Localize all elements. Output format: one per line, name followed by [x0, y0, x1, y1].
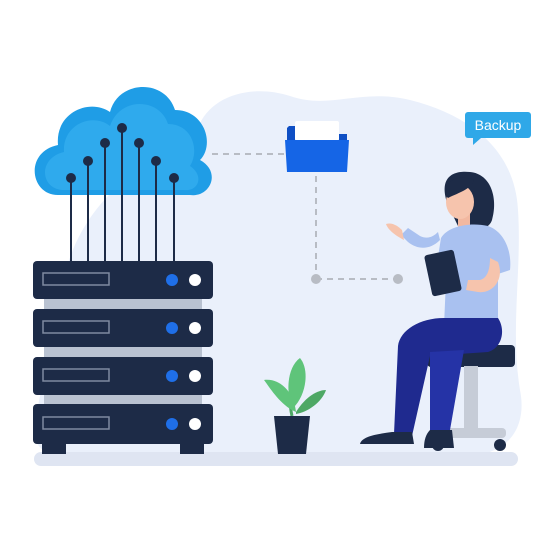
status-light-blue: [166, 418, 178, 430]
server-unit: [33, 357, 213, 395]
person-figure: [360, 171, 511, 448]
server-foot: [180, 444, 204, 454]
server-rack-icon: [33, 261, 213, 454]
status-light-blue: [166, 370, 178, 382]
connector-lines: [212, 153, 398, 280]
floor-line: [34, 452, 518, 466]
status-light-blue: [166, 274, 178, 286]
status-light-white: [189, 370, 201, 382]
server-unit: [33, 404, 213, 444]
server-unit: [33, 309, 213, 347]
status-light-white: [189, 418, 201, 430]
status-light-blue: [166, 322, 178, 334]
status-light-white: [189, 274, 201, 286]
folder-icon: [285, 121, 349, 172]
server-unit: [33, 261, 213, 299]
plant-icon: [264, 358, 326, 454]
connector-node: [311, 274, 321, 284]
tablet-icon: [424, 249, 462, 297]
status-light-white: [189, 322, 201, 334]
connector-node: [393, 274, 403, 284]
circuit-nodes: [66, 123, 179, 183]
circuit-lines: [70, 128, 175, 262]
backup-badge: Backup: [465, 112, 531, 145]
cloud-icon: [34, 86, 212, 196]
server-foot: [42, 444, 66, 454]
